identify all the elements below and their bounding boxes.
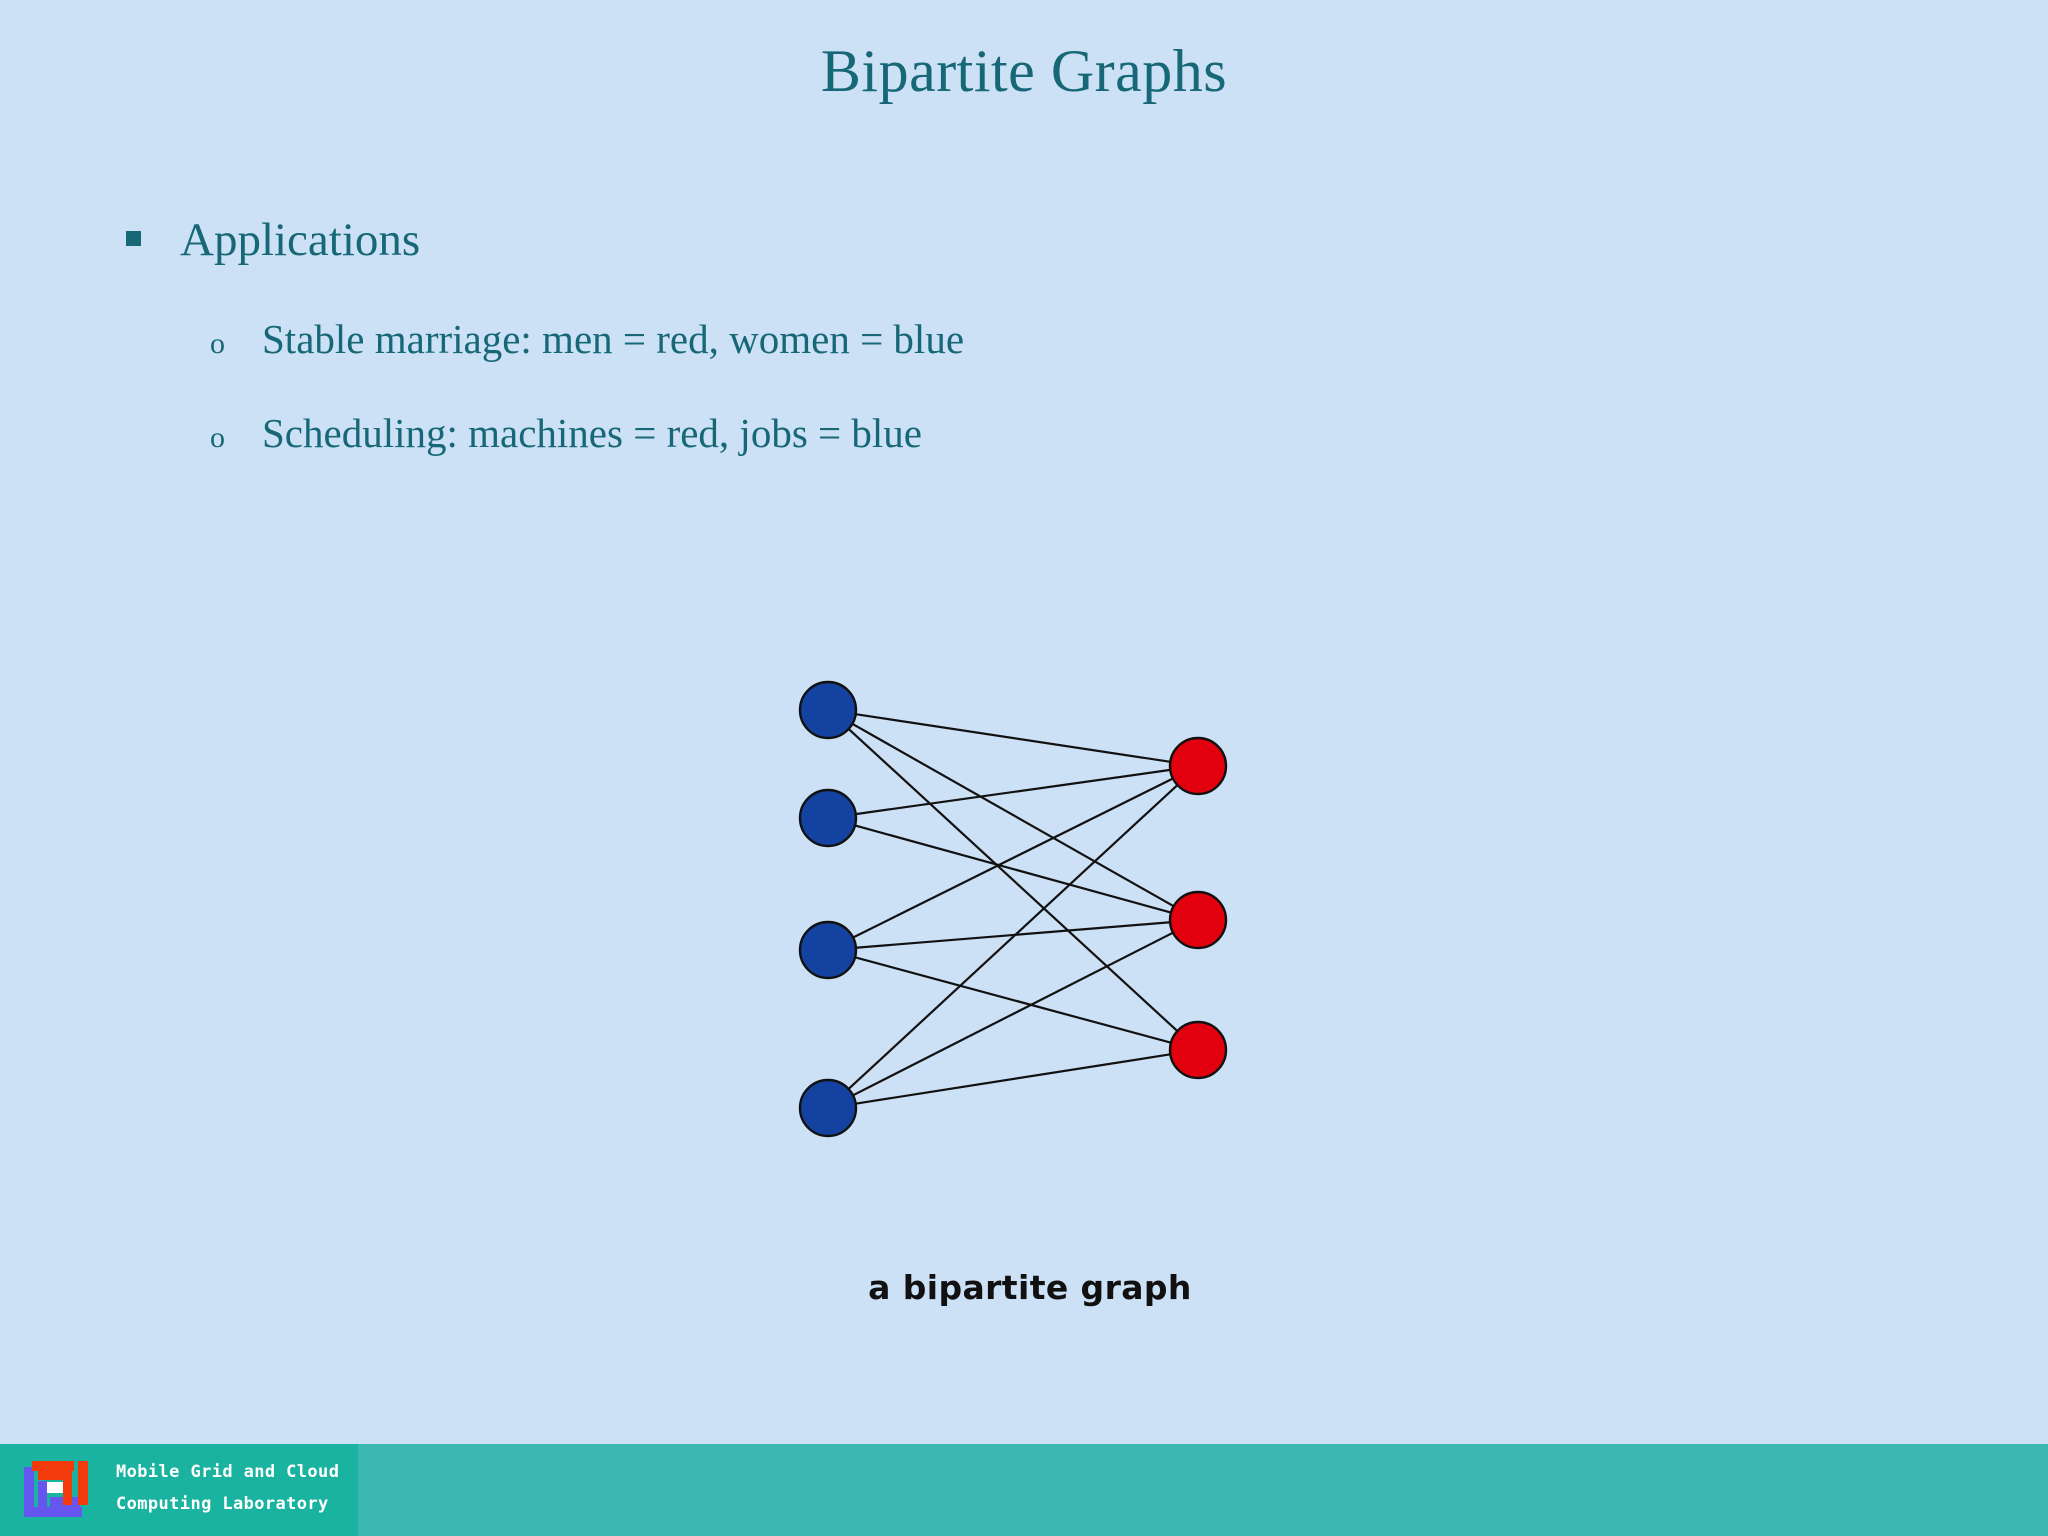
sub-bullet-list: o Stable marriage: men = red, women = bl…: [210, 314, 1818, 458]
graph-node-red: [1168, 1020, 1228, 1080]
graph-edge: [855, 1053, 1171, 1105]
graph-edge: [851, 722, 1175, 908]
graph-node-red: [1168, 736, 1228, 796]
graph-edge: [847, 728, 1179, 1032]
lab-logo-icon: [24, 1461, 88, 1517]
graph-node-red: [1168, 890, 1228, 950]
graph-edge: [847, 784, 1179, 1090]
graph-edge: [854, 956, 1172, 1044]
footer-bar: Mobile Grid and Cloud Computing Laborato…: [0, 1444, 2048, 1536]
graph-node-blue: [798, 788, 858, 848]
sub-bullet-stable-marriage-label: Stable marriage: men = red, women = blue: [262, 316, 965, 362]
bullet-applications: Applications: [118, 212, 1818, 268]
footer-line-1: Mobile Grid and Cloud: [116, 1462, 340, 1482]
footer-lab-name: Mobile Grid and Cloud Computing Laborato…: [116, 1456, 356, 1520]
square-bullet-icon: [118, 212, 180, 268]
graph-node-blue: [798, 680, 858, 740]
footer-line-2: Computing Laboratory: [116, 1494, 329, 1514]
bipartite-graph-figure: [760, 620, 1300, 1220]
graph-edge: [854, 824, 1172, 914]
graph-edge: [855, 713, 1171, 763]
page-title: Bipartite Graphs: [820, 38, 1228, 104]
graph-edge: [852, 931, 1174, 1097]
bipartite-graph-svg: [798, 680, 1228, 1138]
graph-edge: [852, 777, 1174, 939]
circle-bullet-icon: o: [210, 421, 225, 454]
graph-node-blue: [798, 920, 858, 980]
bullet-applications-label: Applications: [180, 214, 421, 266]
graph-edge: [855, 921, 1171, 949]
figure-caption: a bipartite graph: [868, 1268, 1192, 1307]
sub-bullet-scheduling: o Scheduling: machines = red, jobs = blu…: [210, 408, 1818, 458]
circle-bullet-icon: o: [210, 327, 225, 360]
graph-node-blue: [798, 1078, 858, 1138]
content-body: Applications o Stable marriage: men = re…: [118, 212, 1818, 502]
sub-bullet-stable-marriage: o Stable marriage: men = red, women = bl…: [210, 314, 1818, 364]
sub-bullet-scheduling-label: Scheduling: machines = red, jobs = blue: [262, 410, 922, 456]
graph-edge: [855, 768, 1171, 816]
